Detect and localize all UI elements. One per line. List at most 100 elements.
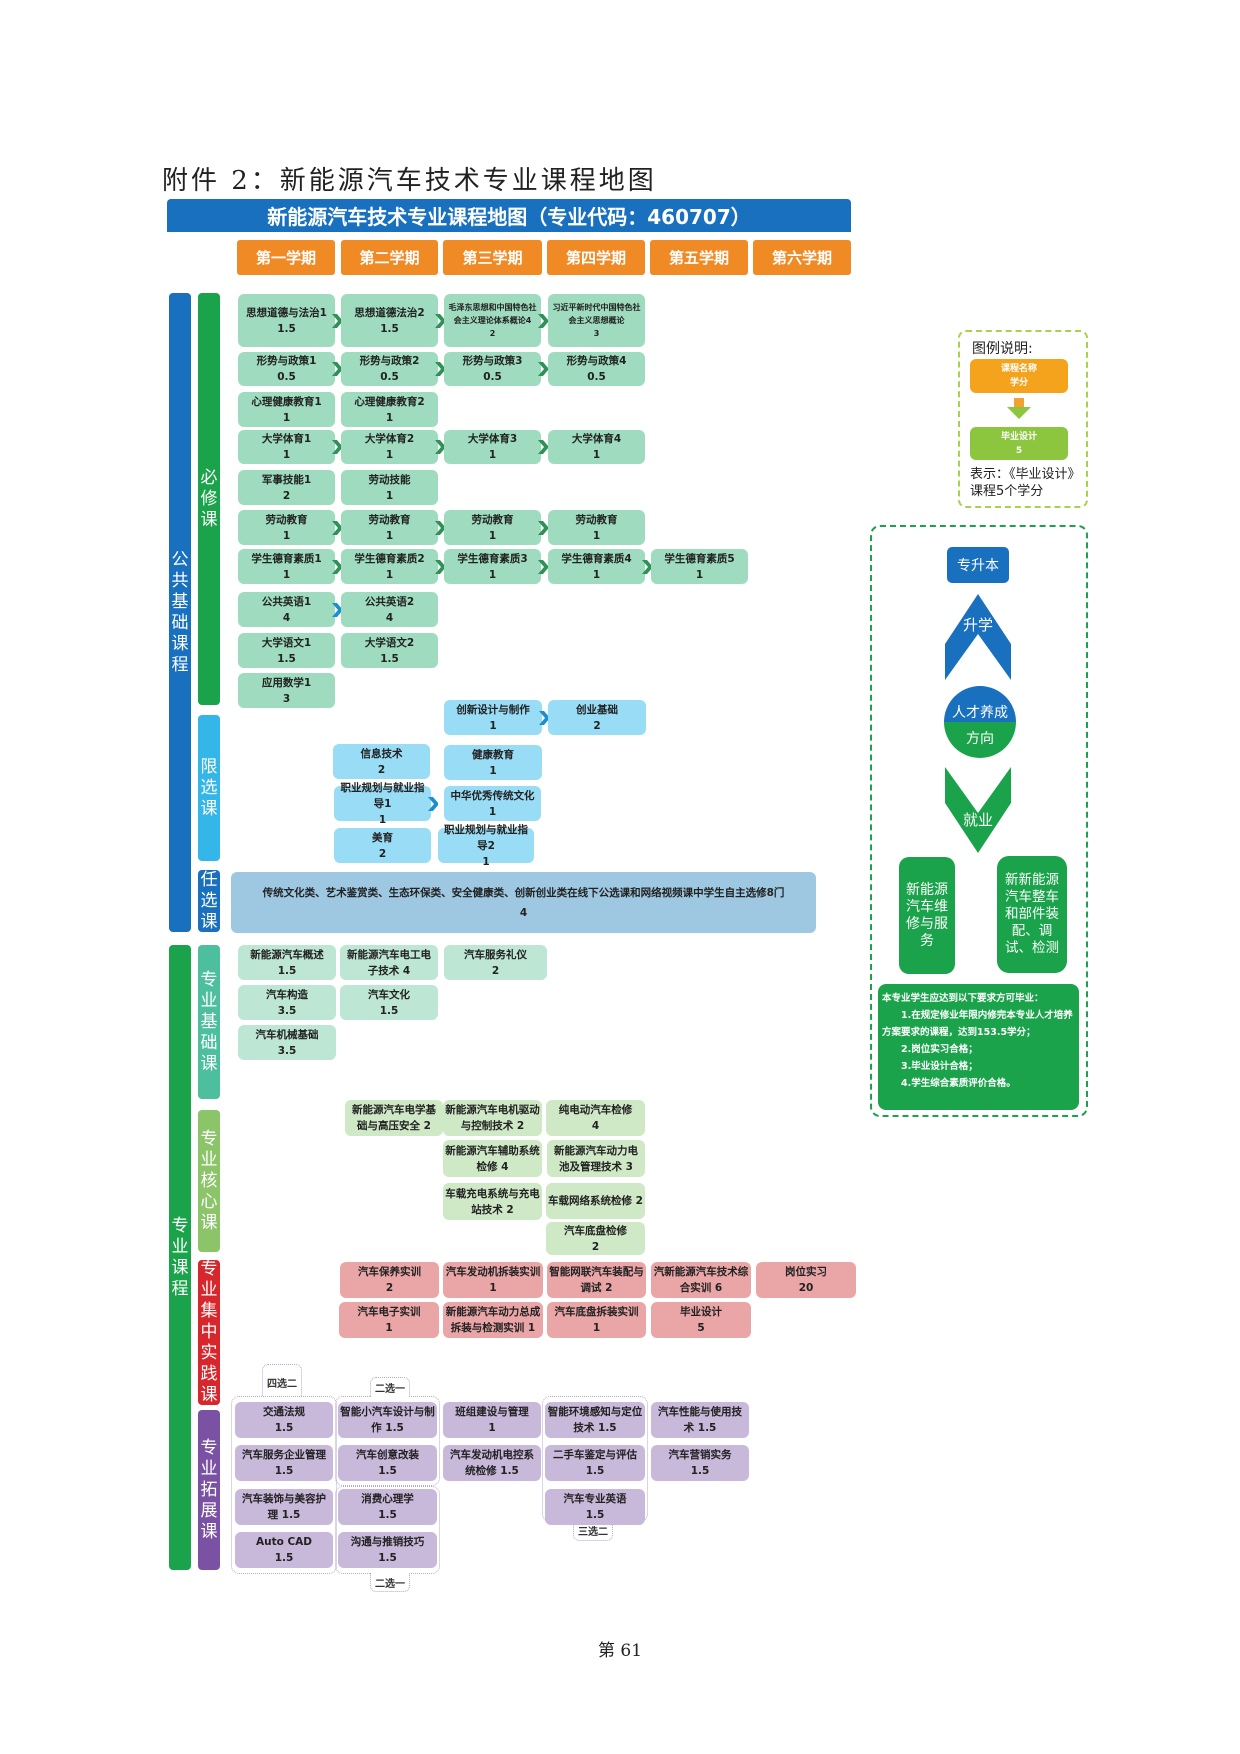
core-course: 新能源汽车动力电池及管理技术 3 — [547, 1140, 645, 1177]
course-name: 劳动教育 — [575, 513, 618, 526]
course-name: 健康教育 — [472, 748, 514, 761]
category-label: 必修课 — [200, 467, 218, 530]
optional-course: 传统文化类、艺术鉴赏类、生态环保类、安全健康类、创新创业类在线下公选课和网络视频… — [231, 872, 816, 933]
course-credit: 0.5 — [483, 371, 502, 383]
course-name: 汽车发动机拆装实训 — [445, 1266, 541, 1278]
course-name: 军事技能1 — [261, 473, 312, 486]
course-name: 汽车专业英语 — [563, 1493, 627, 1505]
group-label: 二选一 — [370, 1377, 410, 1397]
extension-course: 智能环境感知与定位技术 1.5 — [545, 1402, 645, 1438]
document-title: 附件 2：新能源汽车技术专业课程地图 — [162, 166, 657, 196]
category-label: 限选课 — [200, 756, 218, 819]
chevron-right-icon — [538, 362, 548, 376]
course-name: 学生德育素质2 — [354, 552, 425, 565]
chevron-right-icon — [332, 520, 342, 535]
course-name: 大学语文1 — [261, 636, 312, 649]
course-credit: 1.5 — [378, 1465, 397, 1477]
course-credit: 1 — [378, 813, 387, 826]
chevron-right-icon — [435, 313, 445, 328]
course-name: 大学体育2 — [364, 433, 415, 445]
course-name: 智能网联汽车装配与调试 — [549, 1266, 644, 1294]
chevron-right-icon — [332, 440, 342, 454]
course-name: 形势与政策1 — [256, 355, 317, 367]
group-label: 三选二 — [573, 1521, 613, 1541]
course-credit: 6 — [714, 1282, 723, 1294]
course-name: 劳动教育 — [368, 513, 411, 526]
course-credit: 1 — [592, 568, 601, 581]
course-credit: 0.5 — [380, 371, 399, 383]
course-credit: 1 — [592, 449, 601, 461]
job-maintenance-service: 新能源汽车维修与服务 — [899, 857, 955, 974]
chevron-right-icon — [332, 313, 342, 328]
category-label: 专业集中实践课 — [200, 1259, 218, 1405]
course-credit: 1.5 — [385, 1422, 404, 1434]
course-name: 智能环境感知与定位技术 — [547, 1406, 643, 1434]
course-credit: 1 — [489, 1282, 497, 1294]
course-credit: 1 — [489, 764, 497, 777]
core-course: 新能源汽车电学基础与高压安全 2 — [345, 1100, 443, 1136]
extension-course: 汽车发动机电控系统检修 1.5 — [443, 1445, 541, 1481]
course-credit: 1 — [488, 449, 497, 461]
legend-title: 图例说明: — [972, 341, 1033, 357]
course-credit: 1.5 — [585, 1509, 605, 1521]
practice-course: 汽新能源汽车技术综合实训 6 — [651, 1262, 751, 1298]
category-basic: 专业基础课 — [198, 945, 220, 1099]
page-number: 第 61 — [598, 1641, 643, 1661]
course-credit: 2 — [377, 763, 386, 776]
course-name: 劳动技能 — [368, 473, 411, 486]
center-top-label: 人才养成 — [952, 705, 1008, 721]
course-credit: 1.5 — [281, 1509, 301, 1521]
course-credit: 2 — [282, 489, 291, 502]
employ-label: 就业 — [963, 811, 993, 829]
course-credit: 2 — [489, 329, 496, 338]
course-name: 汽车性能与使用技术 — [658, 1406, 742, 1434]
course-name: 学生德育素质3 — [457, 552, 528, 565]
chevron-right-icon — [332, 362, 342, 376]
group-four-choose-two — [231, 1396, 337, 1574]
course-credit: 1 — [488, 529, 497, 542]
group-label: 四选二 — [262, 1364, 302, 1396]
course-name: 汽车保养实训 — [358, 1266, 421, 1278]
core-course: 车载网络系统检修 2 — [546, 1183, 645, 1219]
graduation-item: 2.岗位实习合格； — [901, 1044, 978, 1055]
chevron-right-icon — [538, 559, 548, 574]
category-professional: 专业课程 — [169, 945, 191, 1570]
course-credit: 1.5 — [274, 1552, 294, 1564]
category-label: 任选课 — [200, 869, 218, 932]
course-credit: 4 — [519, 906, 528, 919]
course-name: 新能源汽车电工电子技术 — [347, 948, 431, 977]
course-credit: 4 — [591, 1120, 600, 1132]
category-label: 公共基础课程 — [171, 549, 189, 675]
course-credit: 1.5 — [277, 322, 296, 335]
course-credit: 1 — [282, 529, 291, 542]
course-credit: 1 — [385, 1322, 393, 1334]
course-name: 大学体育3 — [467, 433, 518, 445]
course-credit: 3 — [593, 329, 600, 338]
course-credit: 1.5 — [378, 1509, 397, 1521]
chevron-right-icon — [428, 796, 438, 811]
course-name: 大学体育4 — [571, 433, 622, 445]
course-credit: 1 — [482, 855, 490, 868]
graduation-requirements: 本专业学生应达到以下要求方可毕业： 1.在规定修业年限内修完本专业人才培养方案要… — [878, 984, 1079, 1110]
graduation-item: 4.学生综合素质评价合格。 — [901, 1078, 1016, 1089]
course-credit: 1 — [592, 1322, 601, 1334]
